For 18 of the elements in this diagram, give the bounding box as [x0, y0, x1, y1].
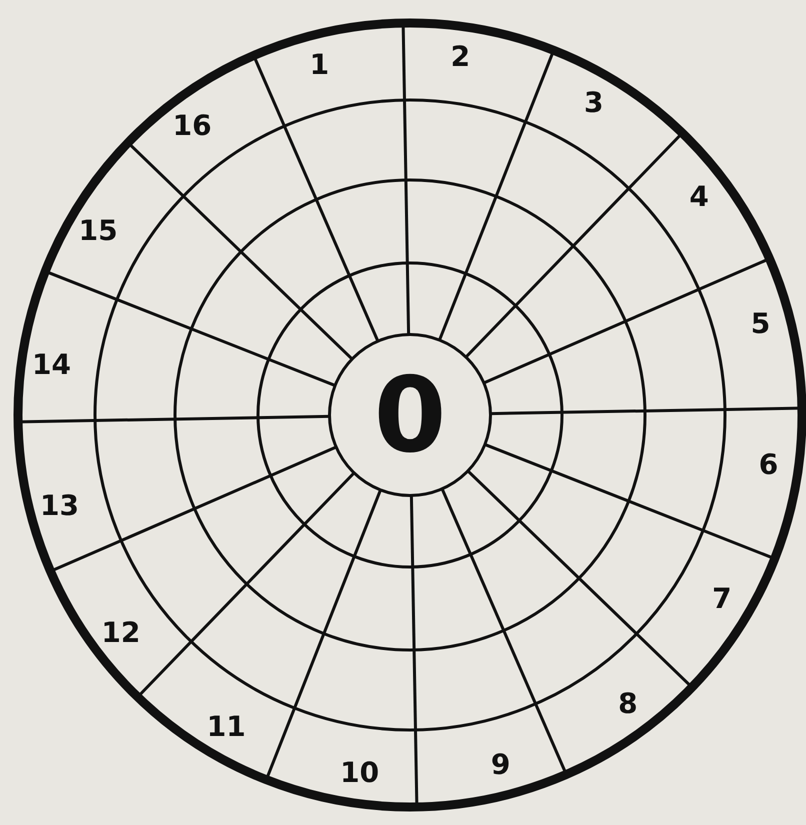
center-circle [328, 333, 492, 497]
sector-number: 15 [78, 217, 118, 246]
sector-number: 8 [618, 690, 638, 718]
sector-number: 16 [172, 112, 212, 140]
sector-number: 9 [490, 751, 510, 780]
sector-number: 2 [450, 42, 470, 71]
sector-number: 5 [750, 310, 770, 338]
sector-number: 7 [712, 584, 732, 613]
sector-number: 12 [101, 618, 140, 647]
sector-number: 10 [340, 759, 380, 788]
sector-number: 6 [758, 451, 778, 480]
sector-number: 4 [689, 183, 709, 212]
sector-number: 14 [32, 350, 71, 379]
sector-number: 13 [40, 492, 79, 520]
center-number: 0 [374, 363, 446, 467]
sector-number: 3 [584, 89, 604, 118]
sector-number: 11 [206, 712, 246, 741]
sector-number: 1 [310, 50, 330, 79]
